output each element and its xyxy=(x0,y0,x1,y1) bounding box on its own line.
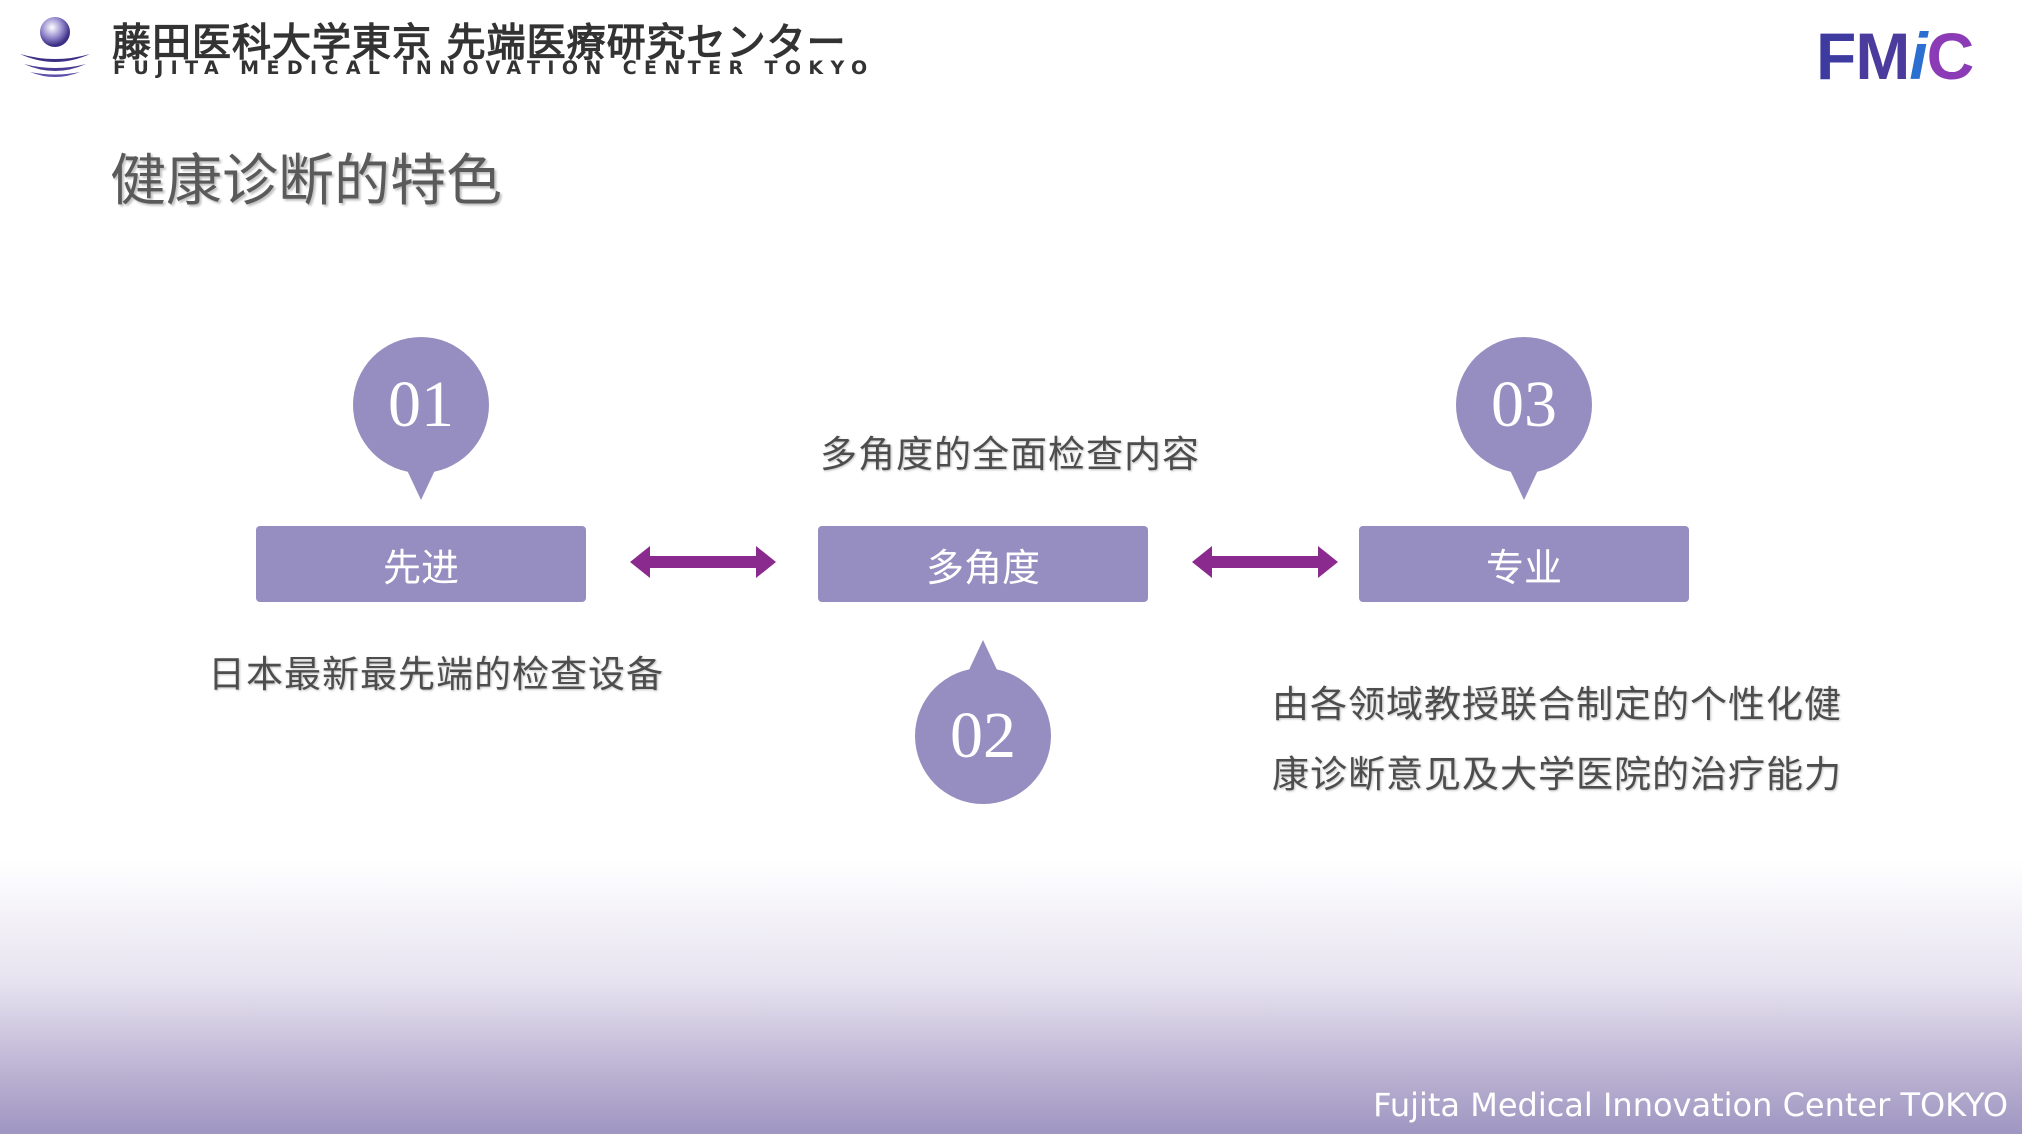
fmic-letter-f: F xyxy=(1816,19,1856,93)
step-03-pointer xyxy=(1509,468,1539,500)
step-03-description-line-2: 康诊断意见及大学医院的治疗能力 xyxy=(1272,753,1842,796)
fujita-globe-logo-icon xyxy=(20,17,90,77)
step-01-description: 日本最新最先端的检查设备 xyxy=(208,653,664,696)
footer-text: Fujita Medical Innovation Center TOKYO xyxy=(1373,1086,2008,1124)
step-02-badge: 02 xyxy=(915,668,1051,804)
footer-gradient-band xyxy=(0,860,2022,1134)
step-01-pointer xyxy=(406,468,436,500)
logo-english-name: FUJITA MEDICAL INNOVATION CENTER TOKYO xyxy=(113,57,875,79)
fmic-letter-m: M xyxy=(1855,19,1910,93)
step-01-badge: 01 xyxy=(353,337,489,473)
step-03-badge: 03 xyxy=(1456,337,1592,473)
fmic-letter-i: i xyxy=(1909,19,1927,93)
step-02-pointer xyxy=(968,640,998,672)
double-arrow-icon-1 xyxy=(630,546,776,578)
fmic-letter-c: C xyxy=(1926,19,1975,93)
page-title: 健康诊断的特色 xyxy=(110,149,502,214)
logo-japanese-name: 藤田医科大学東京 先端医療研究センター xyxy=(112,21,847,66)
step-03-box: 专业 xyxy=(1359,526,1689,602)
step-02-description: 多角度的全面检查内容 xyxy=(820,433,1200,476)
step-01-box: 先进 xyxy=(256,526,586,602)
step-02-box: 多角度 xyxy=(818,526,1148,602)
fmic-brand-logo: FMiC xyxy=(1816,18,1975,94)
double-arrow-icon-2 xyxy=(1192,546,1338,578)
step-03-description-line-1: 由各领域教授联合制定的个性化健 xyxy=(1272,683,1842,726)
